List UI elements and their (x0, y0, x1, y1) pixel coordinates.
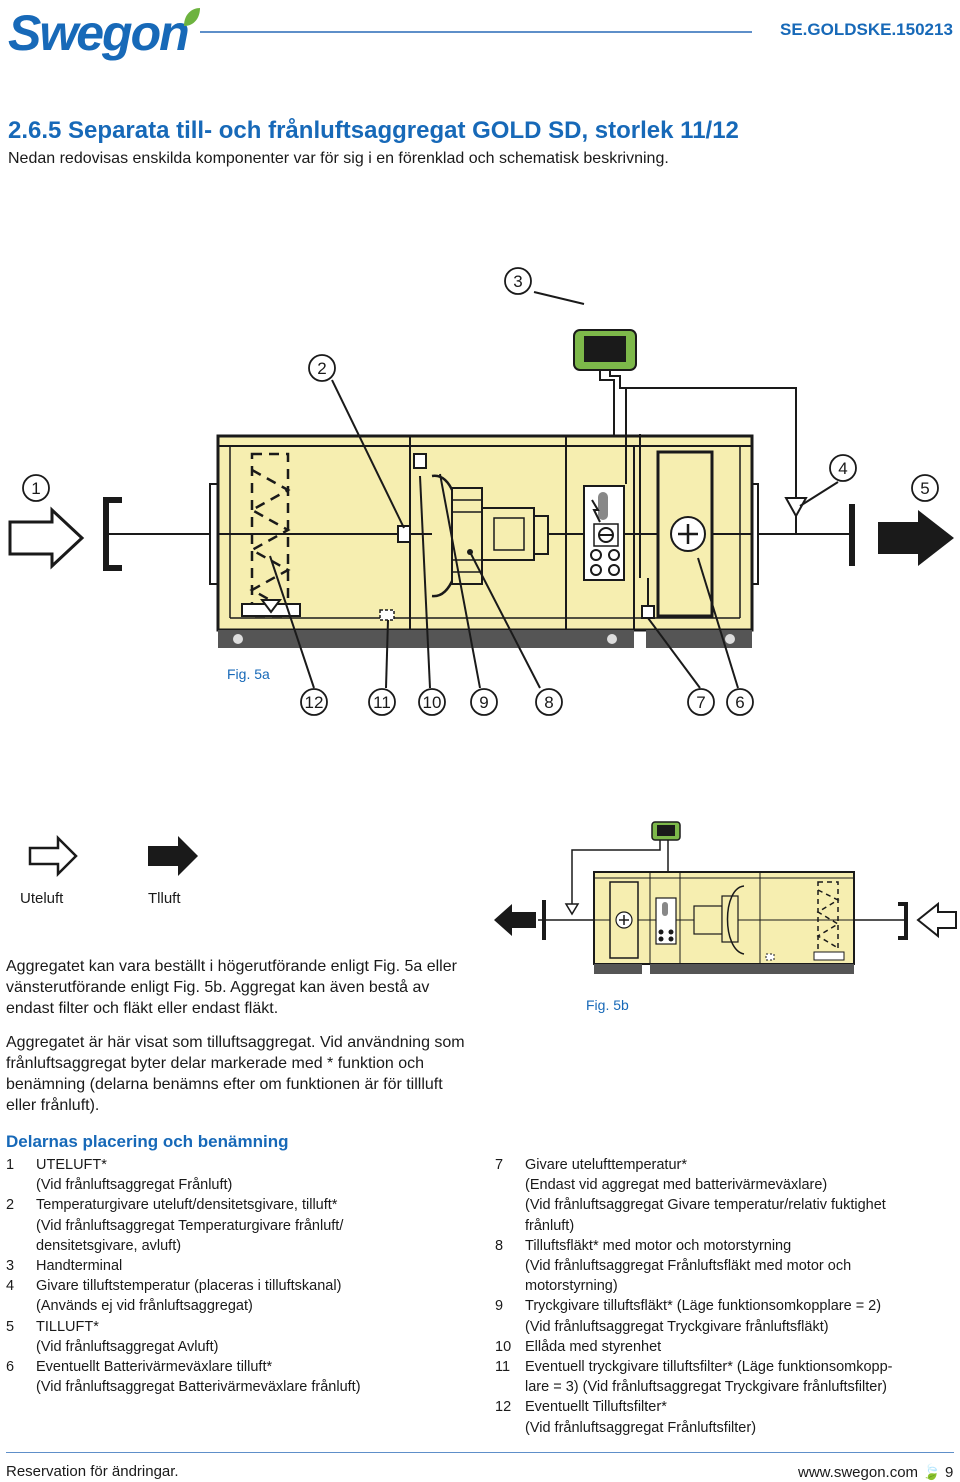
leaf-icon (184, 8, 200, 26)
callout-11: 11 (373, 693, 391, 712)
fan-assembly (413, 453, 549, 598)
legend-outdoor-arrow (28, 834, 78, 878)
callout-1: 1 (31, 479, 40, 498)
filter-pleats (249, 452, 291, 618)
callout-10: 10 (423, 693, 442, 712)
control-box (583, 485, 625, 581)
callout-8: 8 (544, 693, 553, 712)
callout-3: 3 (513, 272, 522, 291)
callout-12: 12 (305, 693, 324, 712)
section-title: 2.6.5 Separata till- och frånluftsaggreg… (8, 117, 739, 144)
callout-9: 9 (479, 693, 488, 712)
callout-6: 6 (735, 693, 744, 712)
header-rule (200, 31, 752, 33)
legend-outdoor-label: Uteluft (20, 890, 64, 907)
parts-title: Delarnas placering och benämning (6, 1132, 289, 1151)
figure-5b-caption: Fig. 5b (586, 997, 629, 1013)
callout-7: 7 (696, 693, 705, 712)
outdoor-air-arrow (8, 506, 85, 570)
document-code: SE.GOLDSKE.150213 (780, 20, 953, 39)
footer-rule (6, 1452, 954, 1453)
configuration-paragraph: Aggregatet kan vara beställt i högerutfö… (6, 958, 457, 1017)
figure-5b (494, 821, 957, 974)
figure-5a-caption: Fig. 5a (227, 666, 270, 682)
usage-paragraph: Aggregatet är här visat som tilluftsaggr… (6, 1034, 465, 1114)
footer-page-info: www.swegon.com 🍃 9 (798, 1464, 954, 1481)
callout-circles (22, 267, 939, 716)
legend-supply-arrow (148, 836, 198, 876)
supply-air-arrow (878, 510, 954, 566)
callout-2: 2 (317, 359, 326, 378)
swegon-logo: Swegon (8, 5, 190, 61)
legend-supply-label: Tlluft (148, 890, 181, 907)
callout-5: 5 (920, 479, 929, 498)
footer-disclaimer: Reservation för ändringar. (6, 1463, 179, 1480)
section-intro: Nedan redovisas enskilda komponenter var… (8, 150, 669, 167)
callout-4: 4 (838, 459, 847, 478)
